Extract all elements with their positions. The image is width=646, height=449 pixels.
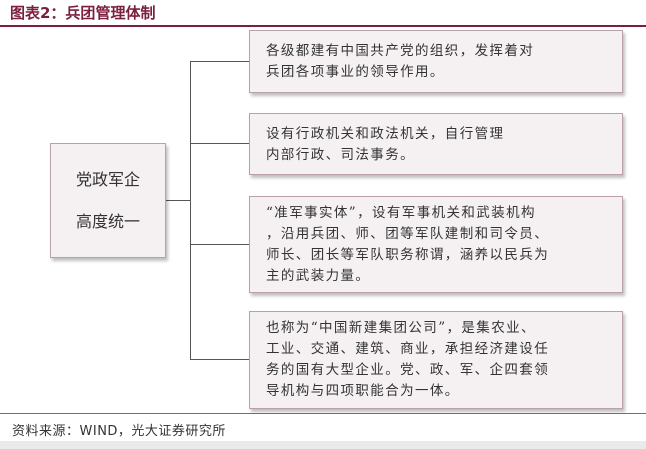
node-military-line: ，沿用兵团、师、团等军队建制和司令员、 [266, 226, 550, 242]
connector-trunk [190, 61, 191, 359]
title-rule [0, 25, 646, 27]
central-node: 党政军企 高度统一 [50, 143, 166, 258]
central-node-line-1: 党政军企 [75, 169, 140, 189]
connector-branch-4 [190, 359, 249, 360]
node-military-line: “准军事实体”，设有军事机关和武装机构 [266, 205, 536, 221]
node-military-line: 师长、团长等军队职务称谓，涵养以民兵为 [266, 247, 550, 263]
node-party-line: 各级都建有中国共产党的组织，发挥着对 [266, 43, 535, 59]
node-government-line: 内部行政、司法事务。 [266, 147, 415, 163]
node-party-line: 兵团各项事业的领导作用。 [266, 64, 445, 80]
node-enterprise-line: 导机构与四项职能合为一体。 [266, 383, 460, 399]
figure-title: 图表2：兵团管理体制 [10, 4, 156, 22]
node-military: “准军事实体”，设有军事机关和武装机构 ，沿用兵团、师、团等军队建制和司令员、 … [249, 196, 623, 293]
node-enterprise-line: 也称为“中国新建集团公司”，是集农业、 [266, 320, 536, 336]
connector-branch-3 [190, 244, 249, 245]
node-enterprise-line: 务的国有大型企业。党、政、军、企四套领 [266, 362, 550, 378]
footer-rule [0, 413, 646, 414]
page-bottom-strip [0, 441, 646, 449]
connector-branch-2 [190, 143, 249, 144]
connector-center [166, 200, 190, 201]
node-government-line: 设有行政机关和政法机关，自行管理 [266, 126, 505, 142]
connector-branch-1 [190, 61, 249, 62]
node-military-line: 主的武装力量。 [266, 268, 371, 284]
source-note: 资料来源：WIND，光大证券研究所 [12, 424, 226, 439]
central-node-line-2: 高度统一 [75, 211, 140, 231]
node-government: 设有行政机关和政法机关，自行管理 内部行政、司法事务。 [249, 113, 623, 175]
node-party: 各级都建有中国共产党的组织，发挥着对 兵团各项事业的领导作用。 [249, 30, 623, 93]
node-enterprise-line: 工业、交通、建筑、商业，承担经济建设任 [266, 341, 550, 357]
node-enterprise: 也称为“中国新建集团公司”，是集农业、 工业、交通、建筑、商业，承担经济建设任 … [249, 311, 623, 409]
